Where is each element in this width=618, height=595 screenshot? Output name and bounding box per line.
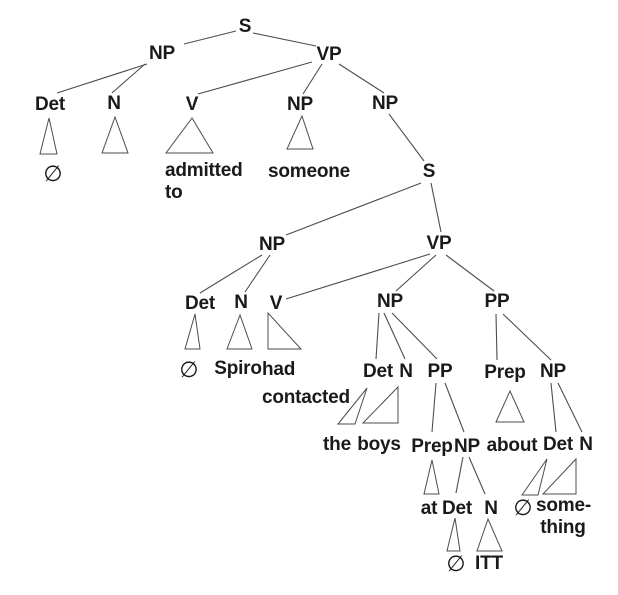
node-np-itt: NP [454, 436, 480, 457]
edge-np7-det5 [550, 382, 557, 433]
leaf-something: some- thing [536, 495, 591, 538]
node-prep-about: Prep [484, 362, 526, 383]
node-det-3: Det [362, 361, 394, 382]
edge-np7-n5 [557, 382, 583, 433]
triangle-n5 [541, 457, 577, 495]
node-np-something: NP [540, 361, 566, 382]
triangle-np2 [286, 114, 314, 150]
edge-s1-vp1 [252, 32, 317, 47]
edge-vp2-pp2 [445, 254, 495, 292]
edge-vp2-v2 [285, 253, 431, 300]
edge-pp1-np6 [444, 382, 465, 433]
node-det-2: Det [184, 293, 216, 314]
triangle-n2 [226, 313, 253, 350]
triangle-v1 [165, 117, 214, 154]
node-n-3: N [399, 361, 413, 382]
node-n-5: N [579, 434, 593, 455]
node-det-4: Det [441, 498, 473, 519]
edge-np6-det4 [455, 456, 464, 494]
edge-s2-np4 [285, 182, 422, 236]
triangle-det2 [184, 313, 201, 350]
node-det-1: Det [34, 94, 66, 115]
leaf-null-det1: ∅ [43, 161, 63, 186]
edge-pp2-np7 [502, 313, 552, 361]
edge-np4-n2 [244, 254, 271, 293]
leaf-boys: boys [357, 434, 401, 455]
edge-np6-n4 [468, 456, 486, 495]
edge-np5-n3 [383, 312, 406, 360]
triangle-det4 [446, 517, 461, 552]
edge-np4-det2 [199, 254, 263, 294]
leaf-the: the [323, 434, 351, 455]
triangle-n4 [476, 517, 503, 552]
edge-np5-det3 [375, 312, 380, 360]
node-n-2: N [234, 292, 248, 313]
leaf-someone: someone [267, 161, 351, 182]
edge-vp2-np5 [395, 254, 437, 292]
edge-vp1-np3 [338, 63, 385, 94]
node-np-boys: NP [377, 291, 403, 312]
node-np-subject: NP [149, 43, 175, 64]
leaf-null-det2: ∅ [179, 357, 199, 382]
node-n-4: N [484, 498, 498, 519]
node-vp-embedded: VP [426, 233, 452, 254]
node-s-embedded: S [422, 161, 436, 182]
triangle-v2 [267, 311, 303, 350]
leaf-at: at [420, 498, 438, 519]
edge-np1-det1 [56, 63, 148, 94]
triangle-n3 [361, 385, 399, 424]
node-pp-about: PP [484, 291, 510, 312]
leaf-admitted-to: admitted to [165, 160, 243, 203]
node-pp-at: PP [427, 361, 453, 382]
node-vp-main: VP [316, 44, 342, 65]
triangle-det1 [39, 117, 58, 155]
edge-s2-vp2 [430, 182, 442, 233]
node-det-5: Det [542, 434, 574, 455]
leaf-had-contacted: had contacted [262, 359, 350, 408]
edge-pp1-prep1 [431, 382, 437, 433]
leaf-null-det4: ∅ [446, 551, 466, 576]
node-np-clause: NP [372, 93, 398, 114]
leaf-null-det5: ∅ [513, 495, 533, 520]
edge-s1-np1 [183, 30, 237, 45]
edge-np1-n1 [111, 63, 146, 94]
triangle-prep1 [423, 459, 440, 495]
node-s-root: S [238, 16, 252, 37]
node-v-2: V [269, 293, 283, 314]
edge-np5-pp1 [391, 312, 438, 360]
node-np-someone: NP [287, 94, 313, 115]
triangle-det3 [336, 387, 368, 425]
triangle-prep2 [495, 389, 525, 423]
edge-np3-s2 [388, 113, 425, 162]
node-prep-at: Prep [411, 436, 453, 457]
triangle-det5 [521, 458, 548, 496]
leaf-itt: ITT [475, 553, 503, 574]
triangle-n1 [101, 115, 129, 154]
leaf-about: about [486, 435, 538, 456]
edge-pp2-prep2 [495, 313, 498, 361]
edge-vp1-np2 [302, 63, 323, 95]
leaf-spiro: Spiro [214, 358, 262, 379]
node-np-spiro: NP [259, 234, 285, 255]
edge-vp1-v1 [197, 61, 313, 95]
node-v-1: V [185, 94, 199, 115]
node-n-1: N [107, 93, 121, 114]
